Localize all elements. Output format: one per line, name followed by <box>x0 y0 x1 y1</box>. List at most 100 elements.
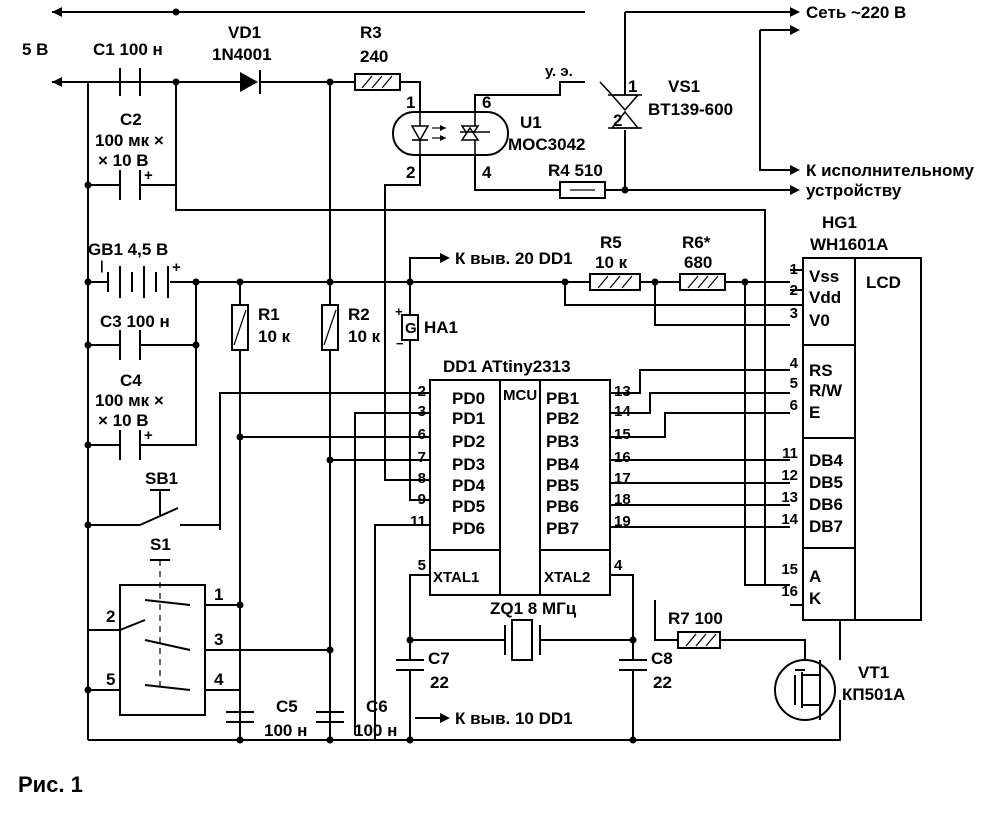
lcd-pin-number: 12 <box>781 467 798 484</box>
label-c4-val1: 100 мк × <box>95 391 164 410</box>
lcd-pin-number: 15 <box>781 561 798 578</box>
opto-pin-number: 4 <box>482 163 492 182</box>
mcu-pin-number: 7 <box>418 449 426 466</box>
switch-pin-number: 2 <box>106 607 115 626</box>
label-to-pin10: К выв. 10 DD1 <box>455 709 573 728</box>
lcd-pin-number: 13 <box>781 489 798 506</box>
label-hg1-type: WH1601A <box>810 235 888 254</box>
label-to-pin20: К выв. 20 DD1 <box>455 249 573 268</box>
mcu-pin-number: 18 <box>614 491 631 508</box>
label-emitter: у. э. <box>545 63 573 80</box>
mcu-pin-label: PB7 <box>546 519 579 538</box>
mcu-pin-label: PB4 <box>546 455 580 474</box>
capacitor-c8 <box>619 659 647 685</box>
opto-pin-number: 2 <box>406 163 415 182</box>
capacitor-c4: + <box>119 427 153 460</box>
mcu-pin-label: PB3 <box>546 432 579 451</box>
label-r3: R3 <box>360 23 382 42</box>
mcu-pin-label: PD0 <box>452 389 485 408</box>
label-hg1: HG1 <box>822 213 857 232</box>
label-c8-val: 22 <box>653 673 672 692</box>
switch-pin-number: 3 <box>214 630 223 649</box>
label-mains: Сеть ~220 В <box>806 3 906 22</box>
svg-text:+: + <box>144 167 153 184</box>
resistor-r3 <box>354 73 401 91</box>
label-load-2: устройству <box>806 181 902 200</box>
label-c4: C4 <box>120 371 142 390</box>
mcu-xtal1-number: 5 <box>418 557 426 574</box>
pushbutton-sb1 <box>139 489 179 526</box>
capacitor-c6 <box>316 711 344 723</box>
labels: 5 В C1 100 н C2 100 мк × × 10 В VD1 1N40… <box>18 3 975 797</box>
lcd-pin-number: 5 <box>790 375 798 392</box>
resistor-r1 <box>231 304 249 351</box>
switch-pin-number: 4 <box>214 670 224 689</box>
mcu-pin-number: 19 <box>614 513 631 530</box>
figure-caption: Рис. 1 <box>18 772 83 797</box>
mosfet-vt1 <box>774 659 836 721</box>
resistor-r4 <box>559 181 606 199</box>
resistor-r5 <box>589 273 641 291</box>
lcd-pin-label: K <box>809 589 822 608</box>
capacitor-c3 <box>119 330 141 360</box>
mcu-pin-label: PD1 <box>452 409 485 428</box>
label-c8: C8 <box>651 649 673 668</box>
capacitor-c5 <box>226 711 254 723</box>
switch-s1 <box>119 559 206 716</box>
mcu-pin-number: 9 <box>418 491 426 508</box>
switch-pin-number: 1 <box>214 585 223 604</box>
triac-pin-number: 2 <box>613 111 622 130</box>
label-sb1: SB1 <box>145 469 178 488</box>
lcd-pin-number: 6 <box>790 397 798 414</box>
capacitor-c2: + <box>119 167 153 200</box>
mcu-pin-number: 11 <box>410 513 426 530</box>
label-r5: R5 <box>600 233 622 252</box>
label-c2: C2 <box>120 110 142 129</box>
label-load-1: К исполнительному <box>806 161 975 180</box>
label-c3: C3 100 н <box>100 312 170 331</box>
mcu-pin-label: PD2 <box>452 432 485 451</box>
lcd-pin-label: Vss <box>809 267 839 286</box>
mcu-pin-number: 15 <box>614 426 631 443</box>
mcu-pin-number: 14 <box>614 403 631 420</box>
switch-pin-number: 5 <box>106 670 115 689</box>
mcu-pin-label: PB1 <box>546 389 579 408</box>
label-ha1-g: G <box>405 320 417 337</box>
label-u1-type: MOC3042 <box>508 135 585 154</box>
label-r1-val: 10 к <box>258 327 291 346</box>
resistor-r7 <box>677 631 721 649</box>
mcu-pin-label: PB5 <box>546 476 579 495</box>
lcd-pin-label: Vdd <box>809 288 841 307</box>
capacitor-c1 <box>119 68 141 96</box>
lcd-pin-label: DB5 <box>809 473 843 492</box>
optocoupler-u1 <box>392 111 509 156</box>
label-c6-val: 100 н <box>354 721 397 740</box>
buzzer-ha1: + − <box>395 304 419 351</box>
svg-text:+: + <box>395 304 403 319</box>
label-u1: U1 <box>520 113 542 132</box>
label-vt1-type: КП501А <box>842 685 905 704</box>
mcu-pin-number: 3 <box>418 403 426 420</box>
resistor-r6 <box>679 273 726 291</box>
label-c5-val: 100 н <box>264 721 307 740</box>
label-r4: R4 510 <box>548 161 603 180</box>
label-c7-val: 22 <box>430 673 449 692</box>
label-r2: R2 <box>348 305 370 324</box>
mcu-pin-number: 13 <box>614 383 631 400</box>
lcd-pin-label: E <box>809 403 820 422</box>
lcd-pin-number: 3 <box>790 305 798 322</box>
lcd-hg1 <box>790 257 922 621</box>
battery-gb1: | + <box>100 258 181 298</box>
lcd-pin-label: A <box>809 567 821 586</box>
lcd-pin-number: 2 <box>790 282 798 299</box>
label-s1: S1 <box>150 535 171 554</box>
lcd-pin-number: 11 <box>782 445 798 462</box>
label-r2-val: 10 к <box>348 327 381 346</box>
svg-text:+: + <box>144 427 153 444</box>
svg-text:+: + <box>172 259 181 276</box>
svg-text:−: − <box>396 336 404 351</box>
